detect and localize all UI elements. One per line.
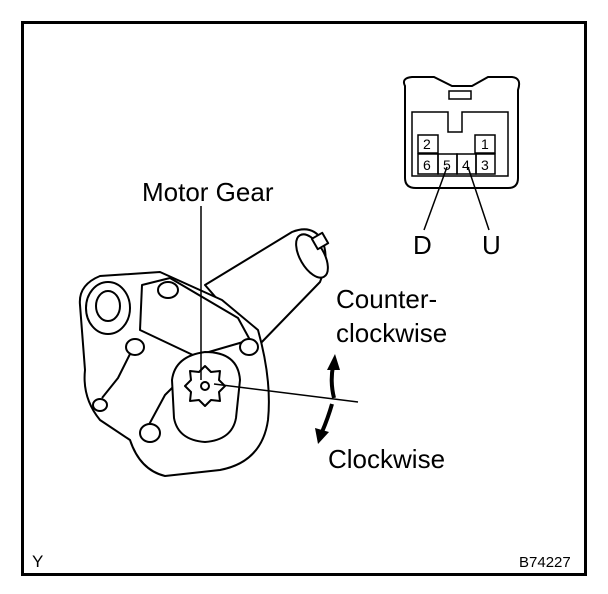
- left-mounting-hole: [95, 290, 121, 322]
- pin-label-5: 5: [443, 157, 451, 173]
- motor-gear-center: [200, 381, 210, 391]
- connector-housing: [402, 76, 521, 189]
- clockwise-arrow: [315, 403, 334, 444]
- motor-gear-label: Motor Gear: [142, 177, 274, 207]
- pin-label-3: 3: [481, 157, 489, 173]
- pin-label-6: 6: [423, 157, 431, 173]
- mount-bolt-bottom: [139, 423, 161, 443]
- connector: [402, 76, 521, 231]
- window-regulator-motor: [78, 228, 330, 477]
- rotation-reference-line: [213, 383, 359, 403]
- leader-line-d: [423, 166, 448, 231]
- mount-bolt-right: [239, 338, 259, 356]
- motor-end-cap: [295, 233, 329, 279]
- motor-shaft: [310, 231, 330, 251]
- pin-label-2: 2: [423, 136, 431, 152]
- mount-bolt-top: [157, 281, 179, 299]
- pin-label-4: 4: [462, 157, 470, 173]
- clockwise-label: Clockwise: [328, 444, 445, 474]
- leader-line-u: [467, 166, 490, 231]
- terminal-label-d: D: [413, 230, 432, 260]
- figure-code: B74227: [519, 554, 571, 571]
- connector-latch: [448, 90, 472, 100]
- counterclockwise-label-line1: Counter-: [336, 284, 437, 314]
- mount-bolt-side: [92, 398, 108, 412]
- counterclockwise-arrow: [327, 354, 340, 399]
- terminal-label-u: U: [482, 230, 501, 260]
- connector-cavity-grid: [417, 134, 496, 175]
- pin-label-1: 1: [481, 136, 489, 152]
- mount-bolt-left: [125, 338, 145, 356]
- counterclockwise-label-line2: clockwise: [336, 318, 447, 348]
- corner-letter: Y: [32, 552, 43, 571]
